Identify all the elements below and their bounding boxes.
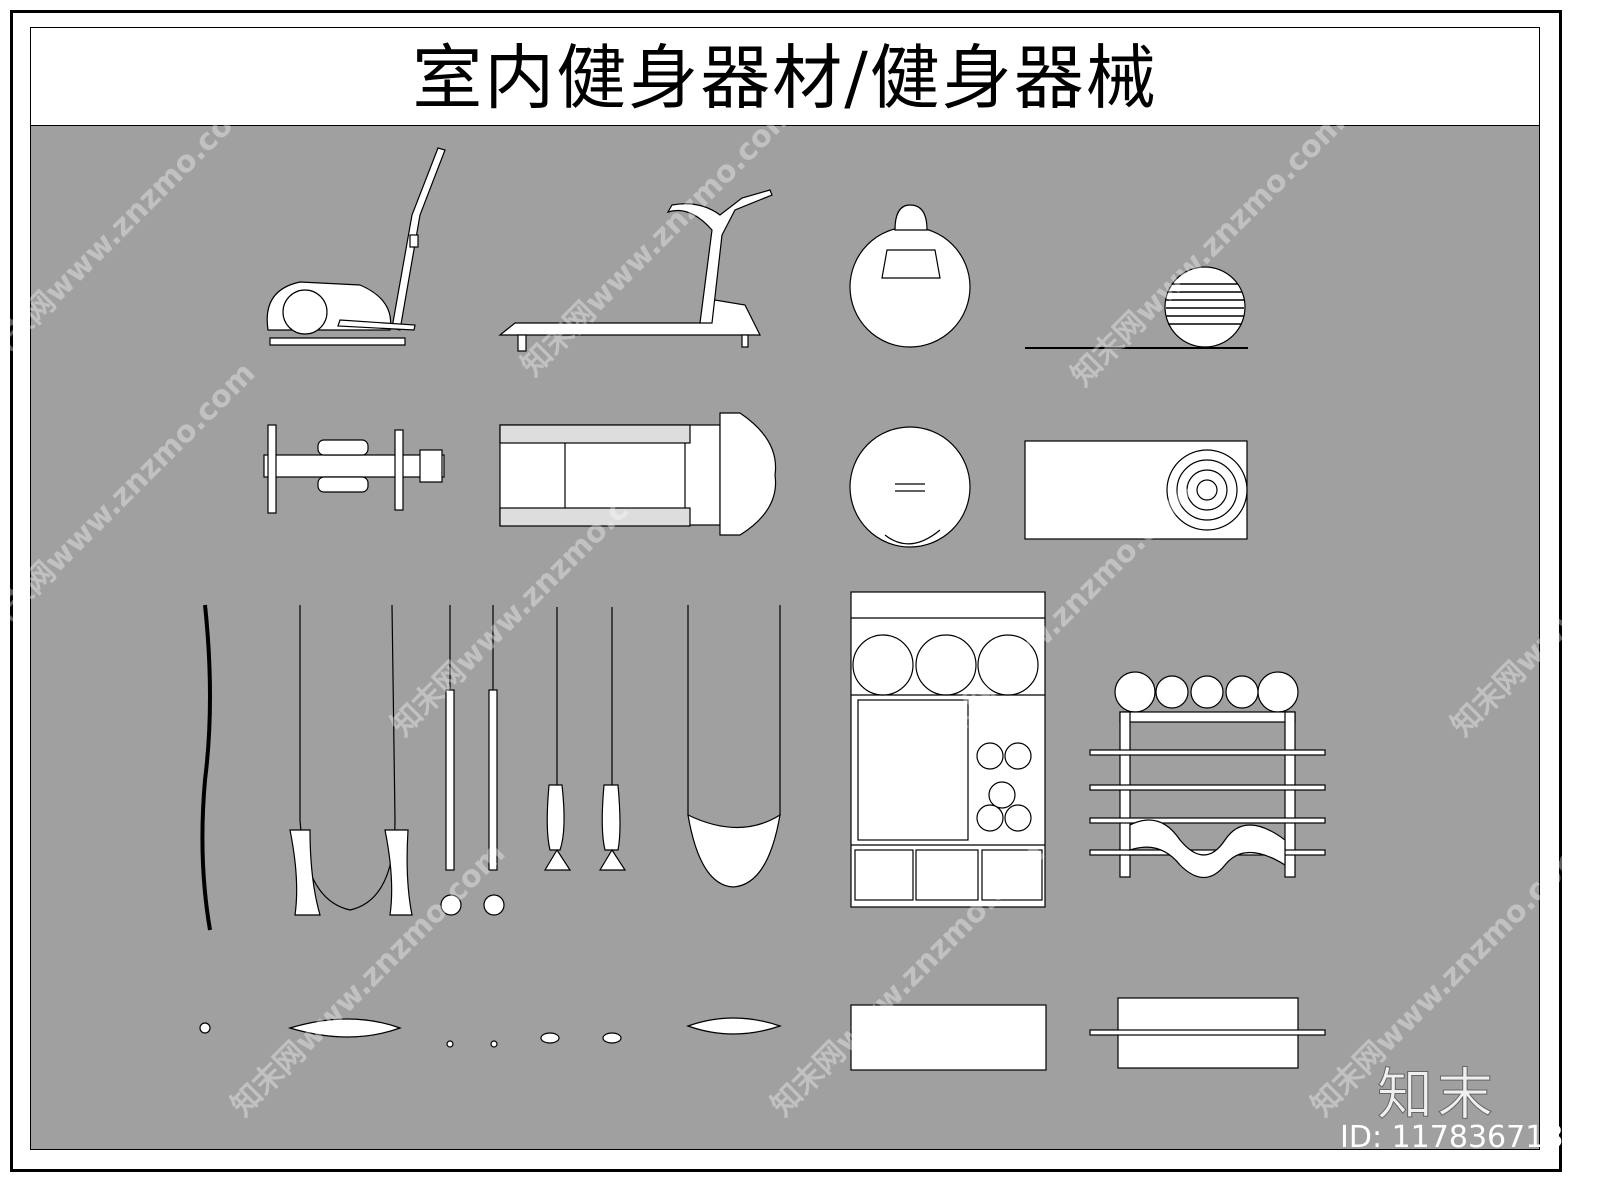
climbing-rope [200, 604, 212, 931]
aerial-hammock [289, 604, 413, 916]
ball-top-view [849, 426, 971, 548]
suspension-straps [543, 607, 627, 871]
page-title: 室内健身器材/健身器械 [412, 37, 1158, 119]
treadmill-side [498, 189, 773, 352]
plan-views-bottom [199, 997, 1326, 1071]
barbell-plate-rack [1089, 671, 1326, 879]
znzmo-logo: 知末 [1377, 1063, 1497, 1129]
elliptical-trainer-side [266, 147, 446, 346]
title-band: 室内健身器材/健身器械 [31, 28, 1539, 126]
yoga-mat-top-view [1024, 440, 1248, 540]
kettle-ball [849, 204, 971, 348]
aerial-swing [687, 605, 781, 888]
drawing-canvas: 室内健身器材/健身器械 [30, 27, 1540, 1150]
gym-rings [440, 605, 505, 916]
treadmill-top [499, 412, 777, 536]
image-id: ID: 1178367189 [1340, 1120, 1583, 1155]
storage-rack [850, 591, 1046, 908]
yoga-ball-on-mat [1025, 266, 1248, 349]
elliptical-trainer-top [263, 424, 445, 514]
